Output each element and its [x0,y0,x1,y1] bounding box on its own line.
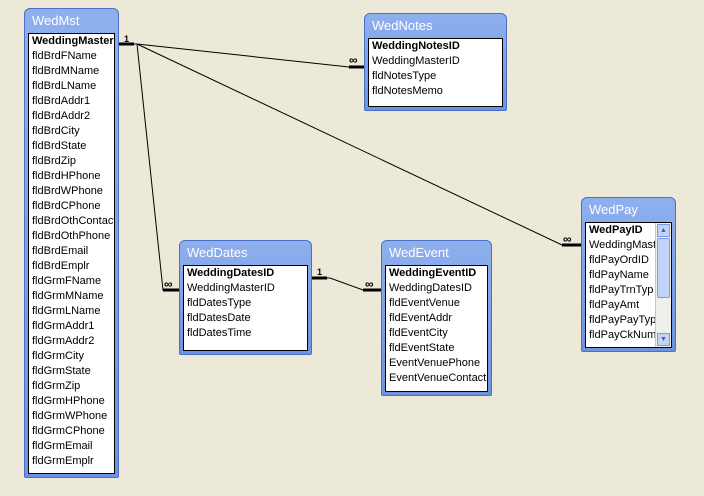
field-item[interactable]: fldGrmMName [32,290,104,302]
relation-line-wedmst-wednotes[interactable] [118,43,364,68]
field-item[interactable]: EventVenueContact [389,372,487,384]
field-item[interactable]: fldPayAmt [589,299,640,311]
field-item[interactable]: fldDatesDate [187,312,251,324]
field-item[interactable]: fldPayCkNum [589,329,656,341]
arrow-down-icon[interactable]: ▼ [657,333,670,346]
field-item[interactable]: fldGrmCPhone [32,425,105,437]
field-item[interactable]: WeddingMasterID [372,55,460,67]
field-item[interactable]: fldGrmCity [32,350,84,362]
cardinality-many-weddates: ∞ [164,277,173,291]
field-item[interactable]: fldGrmState [32,365,91,377]
table-weddates[interactable]: WedDates WeddingDatesID WeddingMasterID fl… [179,240,312,355]
field-item[interactable]: fldBrdWPhone [32,185,103,197]
field-item[interactable]: fldBrdCity [32,125,80,137]
field-item[interactable]: fldGrmLName [32,305,101,317]
field-item[interactable]: fldGrmHPhone [32,395,105,407]
table-title-weddates[interactable]: WedDates [187,245,248,260]
field-item[interactable]: fldEventState [389,342,455,354]
primary-key-field[interactable]: WeddingMasterII [32,35,114,47]
field-item[interactable]: fldGrmEmail [32,440,93,452]
relation-line-wedmst-weddates[interactable] [136,43,179,291]
cardinality-one-wedmst: 1 [124,34,130,44]
field-item[interactable]: fldPayOrdID [589,254,649,266]
field-item[interactable]: fldBrdLName [32,80,97,92]
field-item[interactable]: fldPayPayTyp [589,314,656,326]
cardinality-one-weddates: 1 [317,267,323,277]
arrow-up-icon[interactable]: ▲ [657,224,670,237]
relation-line-wedmst-wedpay[interactable] [136,43,581,246]
field-item[interactable]: WeddingMast [589,239,656,251]
cardinality-many-wedevent: ∞ [365,277,374,291]
field-item[interactable]: fldEventCity [389,327,448,339]
field-item[interactable]: EventVenuePhone [389,357,481,369]
field-item[interactable]: fldBrdAddr1 [32,95,91,107]
field-item[interactable]: WeddingMasterID [187,282,275,294]
primary-key-field[interactable]: WeddingDatesID [187,267,275,279]
cardinality-many-wedpay: ∞ [563,232,572,246]
field-item[interactable]: fldBrdFName [32,50,97,62]
field-item[interactable]: fldBrdEmail [32,245,89,257]
scrollbar-thumb[interactable] [657,238,670,298]
table-title-wedpay[interactable]: WedPay [589,202,638,217]
field-item[interactable]: fldDatesTime [187,327,252,339]
table-wedpay[interactable]: WedPay WedPayID WeddingMast fldPayOrdID fld… [581,197,676,352]
field-item[interactable]: fldGrmEmplr [32,455,94,467]
field-item[interactable]: fldBrdCPhone [32,200,101,212]
cardinality-many-wednotes: ∞ [349,53,358,67]
field-item[interactable]: fldBrdState [32,140,87,152]
field-item[interactable]: fldBrdHPhone [32,170,101,182]
field-list-wednotes[interactable]: WeddingNotesID WeddingMasterID fldNotesTyp… [368,38,503,107]
field-item[interactable]: fldBrdOthContact [32,215,114,227]
table-title-wedmst[interactable]: WedMst [32,13,80,28]
wedpay-scrollbar[interactable]: ▲ ▼ [655,223,671,347]
field-item[interactable]: fldNotesType [372,70,437,82]
field-item[interactable]: fldGrmAddr1 [32,320,95,332]
table-title-wednotes[interactable]: WedNotes [372,18,433,33]
field-item[interactable]: fldPayName [589,269,649,281]
table-wedmst[interactable]: WedMst WeddingMasterII fldBrdFName fldBrdM… [24,8,119,478]
field-item[interactable]: fldDatesType [187,297,252,309]
field-item[interactable]: fldBrdMName [32,65,100,77]
field-item[interactable]: WeddingDatesID [389,282,472,294]
field-list-wedmst[interactable]: WeddingMasterII fldBrdFName fldBrdMName fld… [28,33,115,474]
field-item[interactable]: fldBrdAddr2 [32,110,91,122]
primary-key-field[interactable]: WedPayID [589,224,643,236]
field-item[interactable]: fldBrdZip [32,155,77,167]
field-item[interactable]: fldGrmZip [32,380,81,392]
field-item[interactable]: fldGrmWPhone [32,410,108,422]
field-list-wedpay[interactable]: WedPayID WeddingMast fldPayOrdID fldPayName… [585,222,672,348]
primary-key-field[interactable]: WeddingNotesID [372,40,460,52]
primary-key-field[interactable]: WeddingEventID [389,267,477,279]
field-list-wedevent[interactable]: WeddingEventID WeddingDatesID fldEventVenu… [385,265,488,392]
field-item[interactable]: fldEventVenue [389,297,460,309]
table-wednotes[interactable]: WedNotes WeddingNotesID WeddingMasterID fl… [364,13,507,111]
field-item[interactable]: fldPayTrnTyp [589,284,654,296]
field-item[interactable]: fldNotesMemo [372,85,443,97]
table-wedevent[interactable]: WedEvent WeddingEventID WeddingDatesID fld… [381,240,492,396]
field-item[interactable]: fldBrdOthPhone [32,230,111,242]
field-list-weddates[interactable]: WeddingDatesID WeddingMasterID fldDatesTyp… [183,265,308,351]
field-item[interactable]: fldEventAddr [389,312,452,324]
field-item[interactable]: fldBrdEmplr [32,260,90,272]
field-item[interactable]: fldGrmFName [32,275,102,287]
table-title-wedevent[interactable]: WedEvent [389,245,449,260]
field-item[interactable]: fldGrmAddr2 [32,335,95,347]
